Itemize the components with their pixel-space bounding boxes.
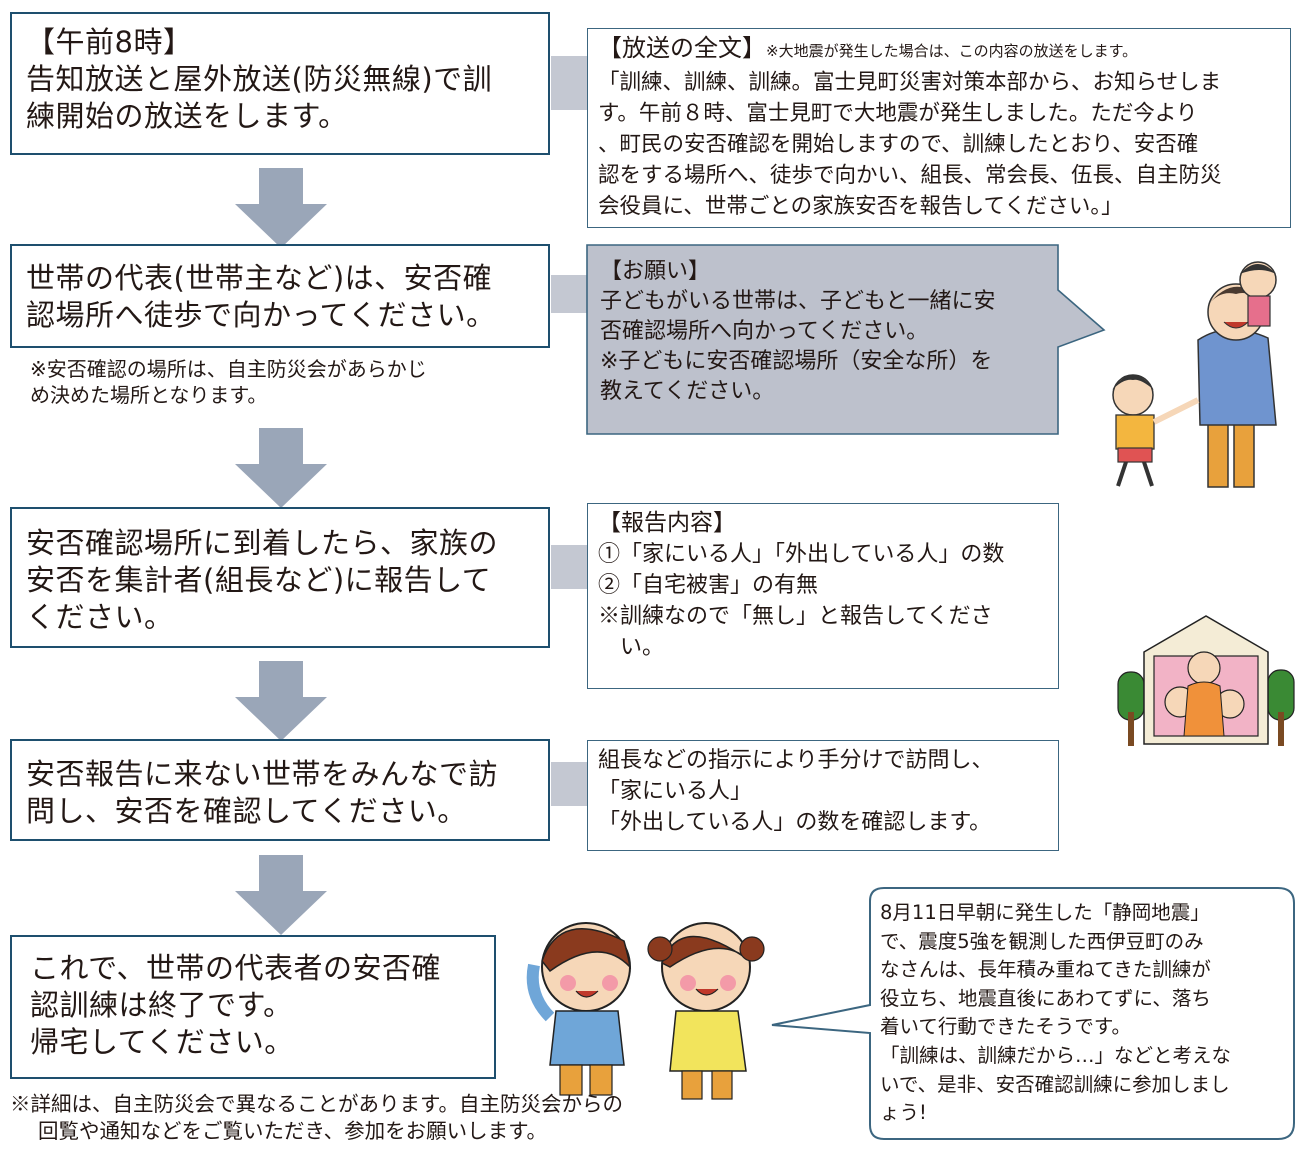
broadcast-line-2: す。午前８時、富士見町で大地震が発生しました。ただ今より: [598, 101, 1198, 126]
broadcast-line-4: 認をする場所へ、徒歩で向かい、組長、常会長、伍長、自主防災: [598, 163, 1222, 188]
earthquake-callout-shape: [771, 887, 1295, 1140]
connector-tab-4: [551, 762, 587, 806]
connector-tab-2: [551, 275, 587, 313]
report-line-2: ②「自宅被害」の有無: [598, 573, 819, 598]
earthquake-line-7: いで、是非、安否確認訓練に参加しまし: [880, 1072, 1230, 1096]
house-family-illustration: [1117, 615, 1295, 746]
request-line-1: 子どもがいる世帯は、子どもと一緒に安: [600, 289, 996, 314]
broadcast-line-1: 「訓練、訓練、訓練。富士見町災害対策本部から、お知らせしま: [598, 70, 1222, 95]
footer-note: ※詳細は、自主防災会で異なることがあります。自主防災会からの 回覧や通知などをご…: [10, 1091, 830, 1145]
step-1-box: 【午前8時】 告知放送と屋外放送(防災無線)で訓 練開始の放送をします。: [10, 12, 550, 155]
report-line-1: ①「家にいる人」「外出している人」の数: [598, 542, 1005, 567]
step-2-line-1: 世帯の代表(世帯主など)は、安否確: [26, 261, 493, 295]
visit-line-3: 「外出している人」の数を確認します。: [598, 810, 992, 835]
earthquake-line-4: 役立ち、地震直後にあわてずに、落ち: [880, 986, 1211, 1010]
visit-line-2: 「家にいる人」: [598, 779, 753, 804]
report-content-box: 【報告内容】 ①「家にいる人」「外出している人」の数 ②「自宅被害」の有無 ※訓…: [587, 503, 1059, 689]
report-line-3: ※訓練なので「無し」と報告してくださ: [598, 604, 993, 629]
step-4-box: 安否報告に来ない世帯をみんなで訪 問し、安否を確認してください。: [10, 739, 550, 841]
request-line-3: ※子どもに安否確認場所（安全な所）を: [600, 349, 993, 374]
earthquake-line-8: ょう!: [880, 1101, 927, 1125]
down-arrow-icon: [235, 661, 327, 741]
request-text: 【お願い】 子どもがいる世帯は、子どもと一緒に安 否確認場所へ向かってください。…: [600, 257, 1070, 407]
broadcast-text-box: 【放送の全文】※大地震が発生した場合は、この内容の放送をします。 「訓練、訓練、…: [587, 28, 1291, 228]
step-3-line-3: ください。: [26, 600, 174, 634]
earthquake-line-6: 「訓練は、訓練だから…」などと考えな: [880, 1043, 1232, 1067]
broadcast-line-5: 会役員に、世帯ごとの家族安否を報告してください。」: [598, 194, 1123, 219]
earthquake-line-5: 着いて行動できたそうです。: [880, 1015, 1131, 1039]
visit-line-1: 組長などの指示により手分けで訪問し、: [598, 748, 994, 773]
report-line-4: い。: [620, 635, 665, 660]
step-5-line-2: 認訓練は終了です。: [30, 988, 293, 1022]
step-2-box: 世帯の代表(世帯主など)は、安否確 認場所へ徒歩で向かってください。: [10, 244, 550, 348]
step-3-line-2: 安否を集計者(組長など)に報告して: [26, 563, 492, 597]
request-heading: 【お願い】: [600, 259, 711, 284]
step-5-line-1: これで、世帯の代表者の安否確: [30, 951, 441, 985]
location-note: ※安否確認の場所は、自主防災会があらかじ め決めた場所となります。: [30, 356, 594, 408]
broadcast-line-3: 、町民の安否確認を開始しますので、訓練したとおり、安否確: [598, 132, 1199, 157]
step-1-line-3: 練開始の放送をします。: [26, 99, 348, 133]
earthquake-line-3: なさんは、長年積み重ねてきた訓練が: [880, 958, 1211, 982]
report-heading: 【報告内容】: [598, 510, 736, 536]
request-line-4: 教えてください。: [600, 379, 775, 404]
two-children-illustration: [526, 922, 765, 1100]
step-5-line-3: 帰宅してください。: [30, 1025, 294, 1059]
down-arrow-icon: [235, 855, 327, 935]
earthquake-line-1: 8月11日早朝に発生した「静岡地震」: [880, 901, 1210, 924]
step-1-line-2: 告知放送と屋外放送(防災無線)で訓: [26, 62, 493, 96]
step-3-line-1: 安否確認場所に到着したら、家族の: [26, 526, 499, 560]
step-4-line-1: 安否報告に来ない世帯をみんなで訪: [26, 757, 499, 791]
connector-tab-1: [551, 56, 587, 110]
step-5-box: これで、世帯の代表者の安否確 認訓練は終了です。 帰宅してください。: [10, 935, 496, 1079]
earthquake-line-2: で、震度5強を観測した西伊豆町のみ: [880, 929, 1204, 953]
step-3-box: 安否確認場所に到着したら、家族の 安否を集計者(組長など)に報告して ください。: [10, 507, 550, 648]
parent-children-illustration: [1112, 261, 1277, 488]
broadcast-heading-note: ※大地震が発生した場合は、この内容の放送をします。: [766, 42, 1138, 60]
step-2-line-2: 認場所へ徒歩で向かってください。: [26, 298, 496, 332]
location-note-line-2: め決めた場所となります。: [30, 383, 268, 407]
earthquake-callout-text: 8月11日早朝に発生した「静岡地震」 で、震度5強を観測した西伊豆町のみ なさん…: [880, 899, 1292, 1128]
footer-line-1: ※詳細は、自主防災会で異なることがあります。自主防災会からの: [10, 1092, 623, 1116]
location-note-line-1: ※安否確認の場所は、自主防災会があらかじ: [30, 357, 427, 381]
step-4-line-2: 問し、安否を確認してください。: [26, 794, 467, 828]
down-arrow-icon: [235, 428, 327, 508]
down-arrow-icon: [235, 168, 327, 248]
footer-line-2: 回覧や通知などをご覧いただき、参加をお願いします。: [38, 1119, 548, 1143]
connector-tab-3: [551, 545, 587, 589]
broadcast-heading: 【放送の全文】: [598, 34, 766, 62]
request-callout-shape: [586, 244, 1106, 435]
visit-instruction-box: 組長などの指示により手分けで訪問し、 「家にいる人」 「外出している人」の数を確…: [587, 740, 1059, 851]
step-1-line-1: 【午前8時】: [26, 25, 193, 59]
request-line-2: 否確認場所へ向かってください。: [600, 319, 929, 344]
